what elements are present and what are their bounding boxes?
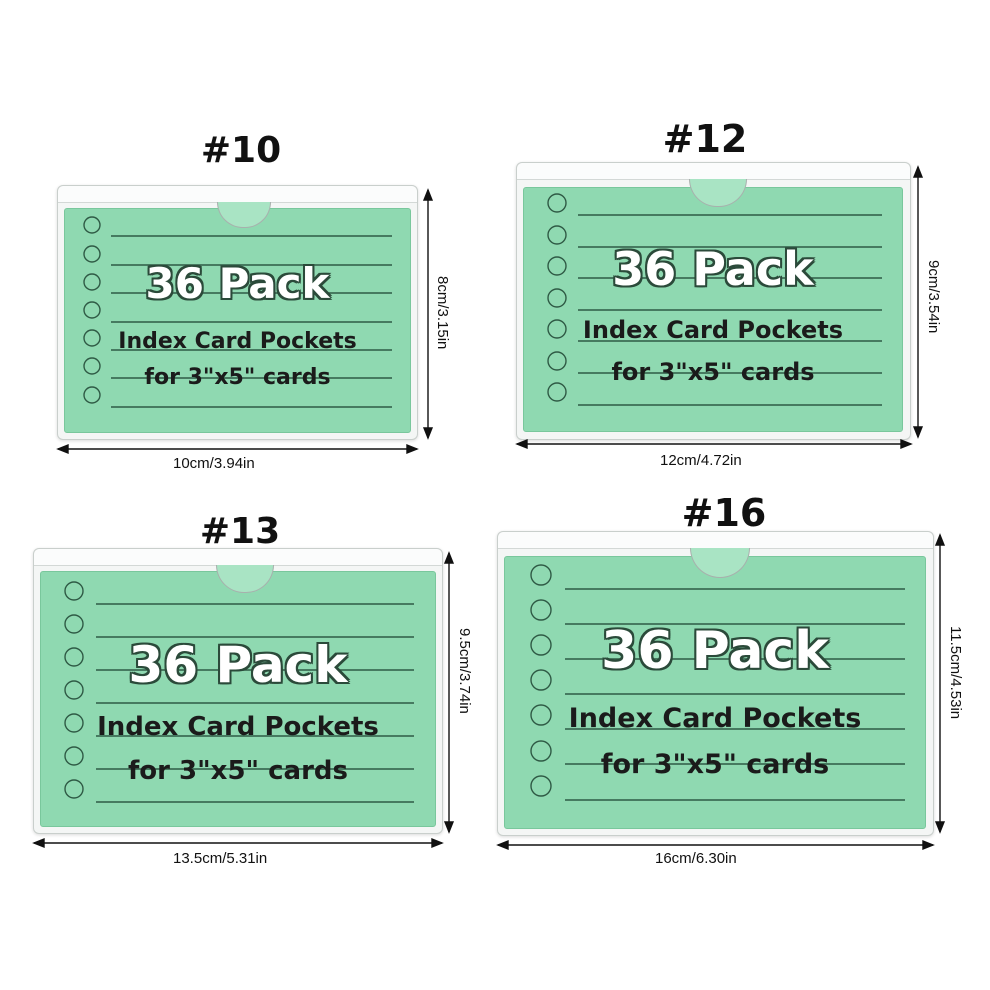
product-line-1: Index Card Pockets [568, 703, 862, 734]
thumb-notch [217, 202, 271, 228]
height-dimension: 9.5cm/3.74in [456, 628, 473, 714]
pocket-sleeve: 36 Pack Index Card Pockets for 3"x5" car… [33, 548, 443, 834]
pocket-rim [498, 532, 933, 549]
product-line-2: for 3"x5" cards [144, 365, 331, 390]
height-dimension: 11.5cm/4.53in [947, 626, 964, 720]
size-title: #12 [662, 117, 748, 161]
pocket-rim [517, 163, 910, 180]
thumb-notch [690, 548, 750, 578]
index-card: 36 Pack Index Card Pockets for 3"x5" car… [64, 208, 411, 433]
pocket-rim [58, 186, 417, 203]
thumb-notch [216, 565, 274, 593]
size-title: #10 [200, 130, 282, 171]
pocket-sleeve: 36 Pack Index Card Pockets for 3"x5" car… [516, 162, 911, 440]
height-dimension: 9cm/3.54in [925, 260, 942, 334]
product-line-1: Index Card Pockets [582, 316, 844, 344]
pack-count: 36 Pack [145, 259, 330, 308]
pack-count: 36 Pack [612, 242, 814, 296]
height-dimension: 8cm/3.15in [434, 276, 451, 350]
width-dimension: 12cm/4.72in [660, 452, 742, 469]
thumb-notch [689, 179, 747, 207]
product-line-2: for 3"x5" cards [611, 358, 815, 386]
pack-count: 36 Pack [128, 636, 348, 694]
pocket-sleeve: 36 Pack Index Card Pockets for 3"x5" car… [57, 185, 418, 440]
ruled-lines-and-holes [64, 581, 414, 803]
product-line-2: for 3"x5" cards [127, 756, 348, 786]
size-title: #16 [681, 491, 767, 535]
ruled-lines-and-holes [547, 193, 882, 406]
product-line-1: Index Card Pockets [97, 712, 379, 742]
pocket-rim [34, 549, 442, 566]
width-dimension: 10cm/3.94in [173, 455, 255, 472]
pack-count: 36 Pack [601, 621, 829, 681]
index-card: 36 Pack Index Card Pockets for 3"x5" car… [523, 187, 903, 432]
ruled-lines-and-holes [83, 216, 392, 408]
width-dimension: 16cm/6.30in [655, 850, 737, 867]
index-card: 36 Pack Index Card Pockets for 3"x5" car… [40, 571, 436, 827]
pocket-sleeve: 36 Pack Index Card Pockets for 3"x5" car… [497, 531, 934, 836]
width-dimension: 13.5cm/5.31in [173, 850, 268, 867]
product-line-1: Index Card Pockets [118, 329, 357, 354]
product-line-2: for 3"x5" cards [600, 749, 830, 780]
index-card: 36 Pack Index Card Pockets for 3"x5" car… [504, 556, 926, 829]
ruled-lines-and-holes [530, 564, 905, 801]
size-title: #13 [199, 511, 281, 552]
